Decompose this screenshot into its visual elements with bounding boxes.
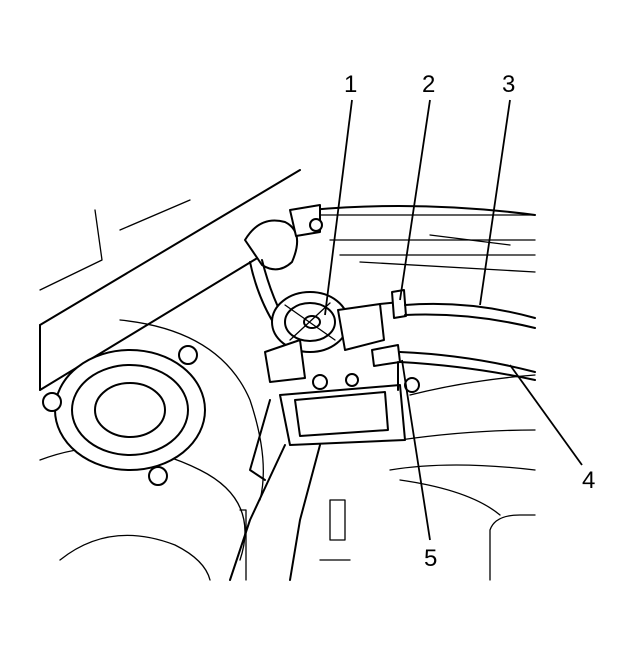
callout-labels: 1 2 3 4 5 [344, 71, 595, 572]
leader-4 [509, 364, 583, 466]
wiper-motor [264, 291, 385, 383]
leader-5 [401, 359, 431, 541]
harness-connector [244, 204, 323, 331]
callout-3: 3 [502, 71, 515, 98]
leader-lines [324, 99, 583, 541]
callout-5: 5 [424, 545, 437, 572]
wiper-linkage-bracket [229, 373, 420, 581]
cable-assembly [371, 289, 536, 391]
leader-3 [479, 99, 511, 306]
leader-2 [399, 99, 431, 301]
strut-mount [42, 345, 206, 486]
callout-2: 2 [422, 71, 435, 98]
leader-1 [324, 99, 353, 316]
callout-1: 1 [344, 71, 357, 98]
callout-4: 4 [582, 467, 595, 494]
